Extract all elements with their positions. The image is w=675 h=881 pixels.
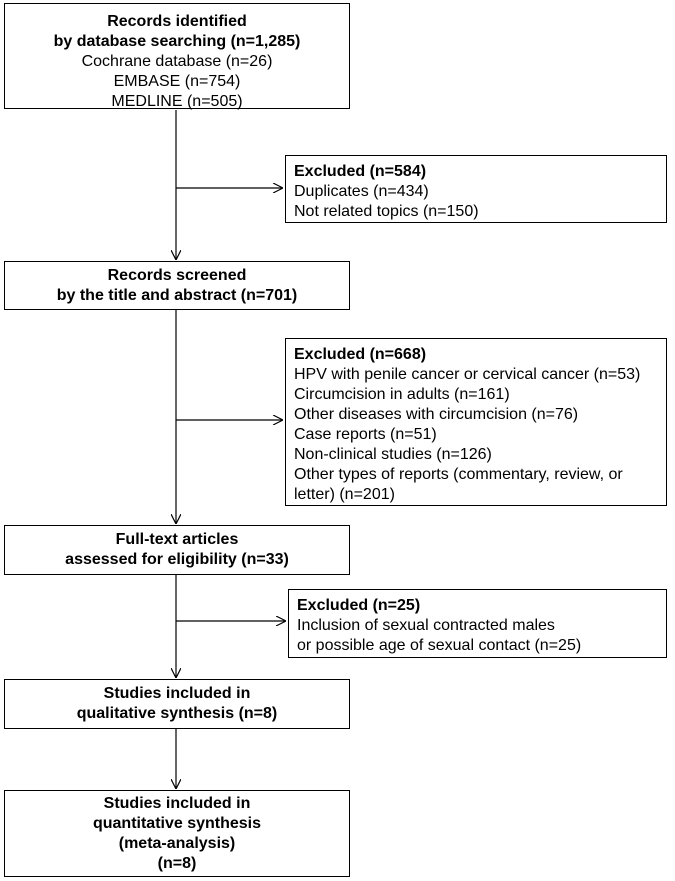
medline-count: MEDLINE (n=505): [111, 93, 243, 110]
excluded-2-item: letter) (n=201): [294, 486, 395, 503]
excluded-1-item: Duplicates (n=434): [294, 183, 429, 200]
excluded-2-item: Circumcision in adults (n=161): [294, 386, 510, 403]
excluded-3-item: or possible age of sexual contact (n=25): [297, 637, 582, 654]
excluded-2-item: Case reports (n=51): [294, 426, 437, 443]
screened-title-line-2: by the title and abstract (n=701): [56, 287, 298, 304]
embase-count: EMBASE (n=754): [113, 73, 241, 90]
excluded-1-title: Excluded (n=584): [294, 163, 427, 180]
quantitative-title-line-3: (meta-analysis): [118, 835, 236, 852]
excluded-1-item: Not related topics (n=150): [294, 203, 479, 220]
fulltext-title-line-1: Full-text articles: [115, 531, 239, 548]
identified-box: Records identified by database searching…: [4, 3, 350, 110]
screened-title-line-1: Records screened: [107, 267, 247, 284]
excluded-2-item: Non-clinical studies (n=126): [294, 446, 492, 463]
screened-box: Records screened by the title and abstra…: [4, 261, 350, 310]
quantitative-title-line-2: quantitative synthesis: [92, 815, 262, 832]
excluded-2-item: Other types of reports (commentary, revi…: [294, 466, 623, 483]
fulltext-title-line-2: assessed for eligibility (n=33): [65, 551, 289, 568]
fulltext-box: Full-text articles assessed for eligibil…: [4, 525, 350, 575]
excluded-2-item: Other diseases with circumcision (n=76): [294, 406, 579, 423]
identified-title-line-2: by database searching (n=1,285): [53, 33, 301, 50]
qualitative-title-line-2: qualitative synthesis (n=8): [76, 705, 278, 722]
identified-title-line-1: Records identified: [107, 13, 247, 30]
qualitative-box: Studies included in qualitative synthesi…: [4, 679, 350, 729]
excluded-3-title: Excluded (n=25): [297, 597, 421, 614]
qualitative-title-line-1: Studies included in: [103, 685, 251, 702]
quantitative-title-line-1: Studies included in: [103, 795, 251, 812]
quantitative-box: Studies included in quantitative synthes…: [4, 790, 350, 877]
excluded-2-title: Excluded (n=668): [294, 346, 427, 363]
cochrane-count: Cochrane database (n=26): [81, 53, 273, 70]
quantitative-title-line-4: (n=8): [157, 855, 197, 872]
excluded-3-item: Inclusion of sexual contracted males: [297, 617, 555, 634]
excluded-2-item: HPV with penile cancer or cervical cance…: [294, 366, 641, 383]
excluded-box-1: Excluded (n=584) Duplicates (n=434) Not …: [285, 155, 667, 223]
excluded-box-2: Excluded (n=668) HPV with penile cancer …: [285, 338, 667, 506]
excluded-box-3: Excluded (n=25) Inclusion of sexual cont…: [288, 589, 667, 658]
